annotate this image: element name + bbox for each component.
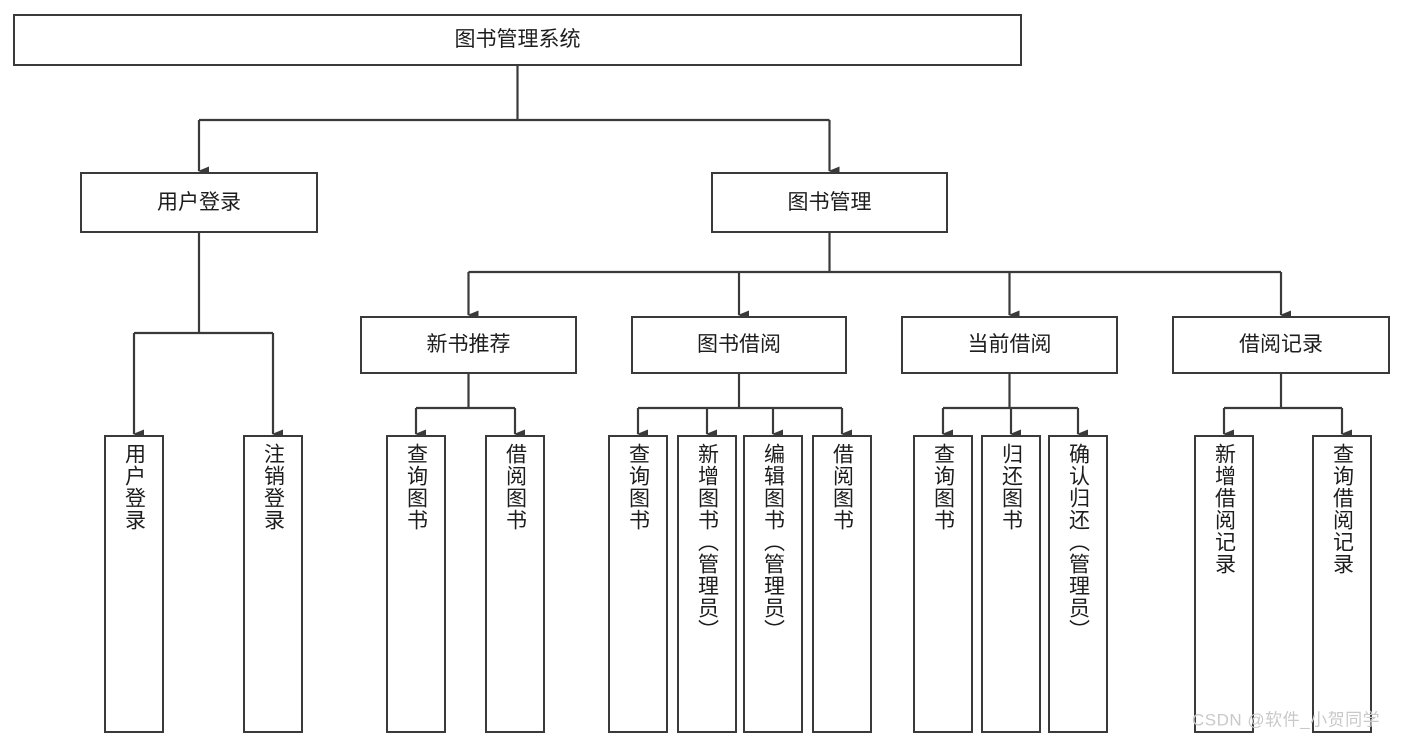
- node-leaf-bw-q[interactable]: 查询图书: [608, 435, 668, 733]
- node-root[interactable]: 图书管理系统: [13, 14, 1022, 66]
- node-label: 借阅图书: [830, 443, 854, 531]
- node-login[interactable]: 用户登录: [80, 172, 318, 233]
- node-label: 图书管理系统: [454, 28, 581, 52]
- node-label: 新书推荐: [426, 333, 511, 357]
- node-leaf-login[interactable]: 用户登录: [104, 435, 164, 733]
- node-label: 新增图书（管理员）: [695, 443, 719, 641]
- node-leaf-nb-b[interactable]: 借阅图书: [485, 435, 545, 733]
- edge-group: [132, 66, 1352, 439]
- node-bookmgmt[interactable]: 图书管理: [711, 172, 948, 233]
- node-label: 查询图书: [931, 443, 955, 531]
- node-leaf-cu-q[interactable]: 查询图书: [913, 435, 973, 733]
- node-leaf-nb-q[interactable]: 查询图书: [386, 435, 446, 733]
- node-leaf-bw-b[interactable]: 借阅图书: [812, 435, 872, 733]
- node-label: 当前借阅: [967, 333, 1052, 357]
- node-label: 编辑图书（管理员）: [761, 443, 785, 641]
- node-leaf-logout[interactable]: 注销登录: [243, 435, 303, 733]
- node-label: 注销登录: [261, 443, 285, 531]
- node-leaf-rc-add[interactable]: 新增借阅记录: [1194, 435, 1254, 733]
- node-label: 借阅图书: [503, 443, 527, 531]
- node-label: 图书借阅: [697, 333, 781, 357]
- node-leaf-bw-add[interactable]: 新增图书（管理员）: [677, 435, 737, 733]
- node-label: 新增借阅记录: [1212, 443, 1236, 575]
- node-label: 查询图书: [626, 443, 650, 531]
- node-leaf-rc-q[interactable]: 查询借阅记录: [1312, 435, 1372, 733]
- node-records[interactable]: 借阅记录: [1172, 316, 1390, 374]
- node-label: 查询借阅记录: [1330, 443, 1354, 575]
- node-current[interactable]: 当前借阅: [901, 316, 1118, 374]
- node-leaf-cu-r[interactable]: 归还图书: [981, 435, 1041, 733]
- node-borrow[interactable]: 图书借阅: [631, 316, 847, 374]
- node-label: 借阅记录: [1239, 333, 1323, 357]
- node-label: 用户登录: [157, 190, 241, 214]
- node-leaf-bw-ed[interactable]: 编辑图书（管理员）: [743, 435, 803, 733]
- node-label: 查询图书: [404, 443, 428, 531]
- node-label: 归还图书: [999, 443, 1023, 531]
- node-newbook[interactable]: 新书推荐: [360, 316, 577, 374]
- node-leaf-cu-c[interactable]: 确认归还（管理员）: [1048, 435, 1108, 733]
- node-label: 确认归还（管理员）: [1066, 443, 1090, 641]
- node-label: 用户登录: [122, 443, 146, 531]
- watermark-label: CSDN @软件_小贺同学: [1192, 710, 1381, 730]
- node-label: 图书管理: [787, 190, 872, 214]
